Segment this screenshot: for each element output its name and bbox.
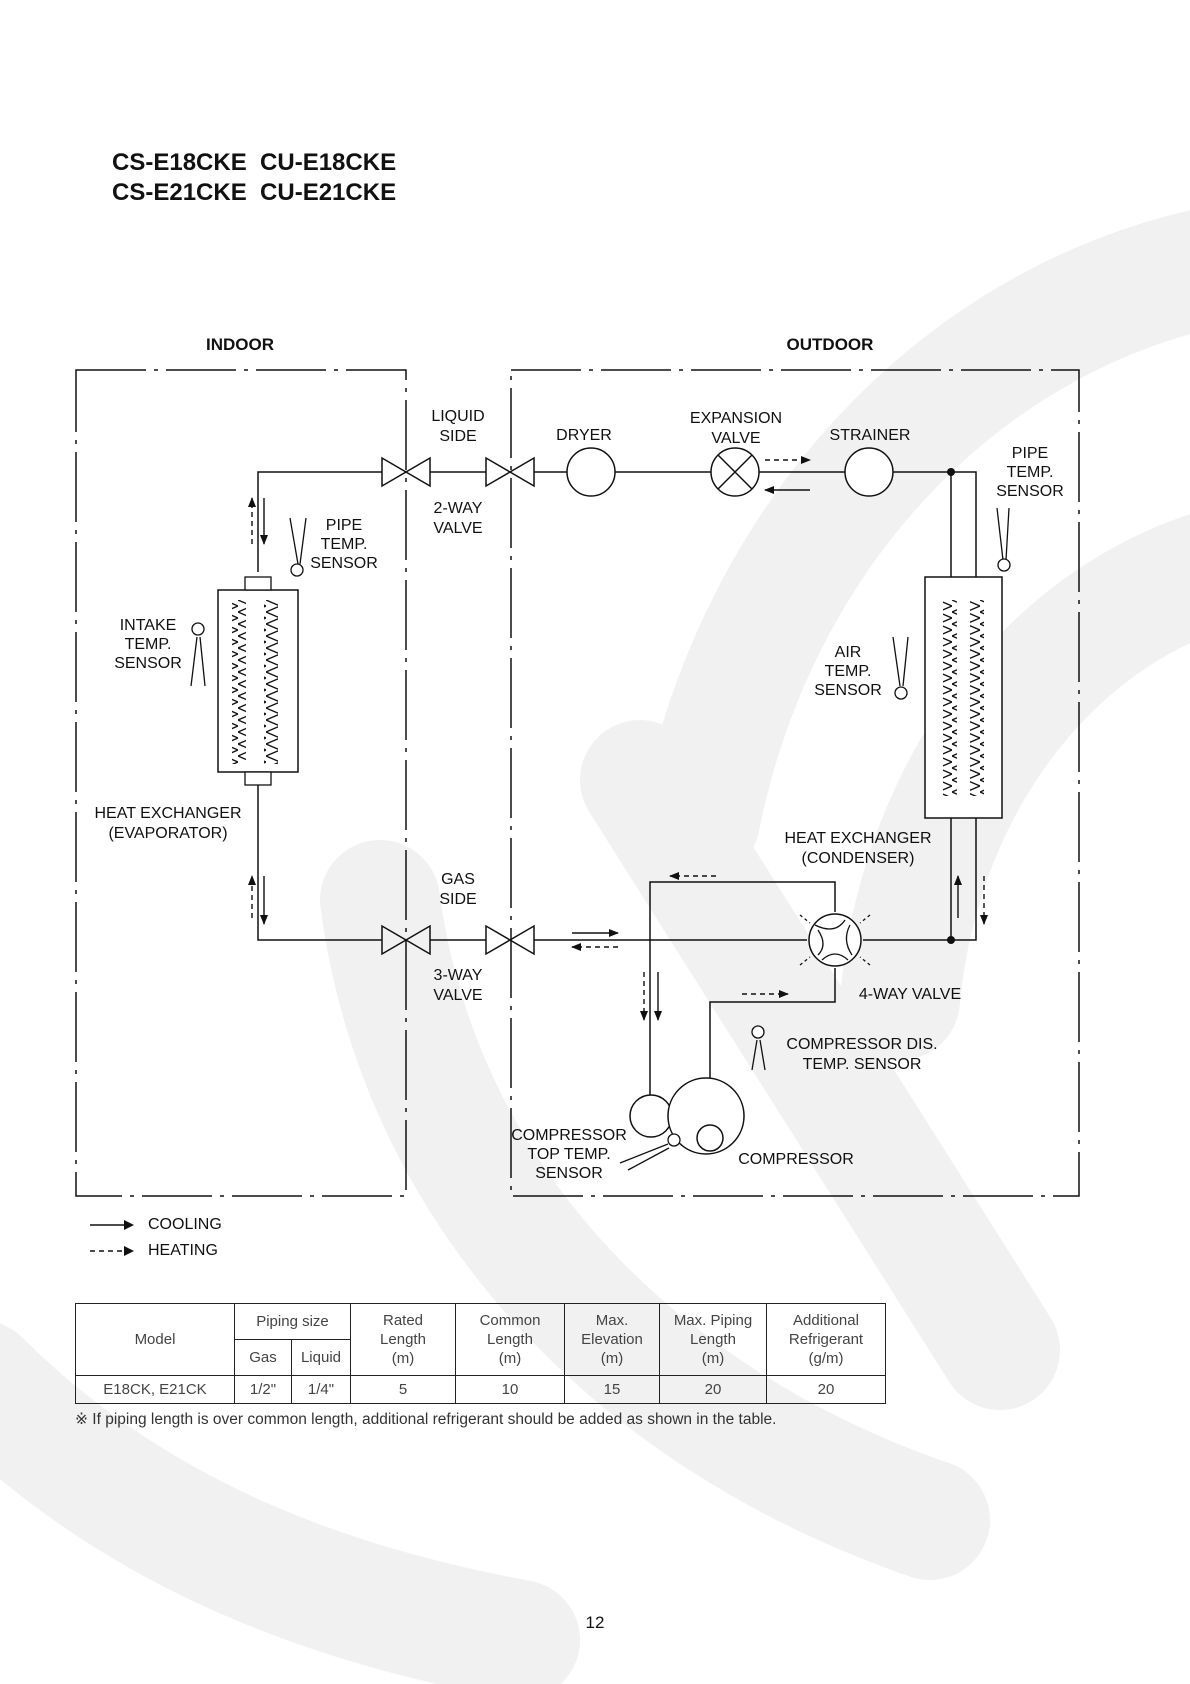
dryer-label: DRYER: [556, 427, 612, 444]
legend-cooling: COOLING: [88, 1212, 222, 1238]
title-line-2: CS-E21CKE CU-E21CKE: [112, 179, 397, 206]
compressor-top-sensor-label-2: TOP TEMP.: [527, 1146, 610, 1163]
two-way-valve-label-1: 2-WAY: [434, 500, 483, 517]
header-max-elevation: Max.Elevation(m): [564, 1303, 660, 1376]
air-sensor-label-1: AIR: [835, 644, 862, 661]
intake-sensor-label-2: TEMP.: [125, 636, 172, 653]
header-gas: Gas: [234, 1339, 292, 1376]
footnote: ※ If piping length is over common length…: [75, 1411, 777, 1428]
condenser-label-2: (CONDENSER): [802, 850, 915, 867]
outdoor-heading: OUTDOOR: [787, 335, 874, 354]
two-way-valve-label-2: VALVE: [433, 520, 482, 537]
evaporator-label-1: HEAT EXCHANGER: [95, 805, 242, 822]
compressor-dis-temp-sensor-icon: [751, 1025, 766, 1071]
intake-sensor-label-1: INTAKE: [120, 617, 177, 634]
air-temp-sensor-icon: [892, 636, 909, 700]
cell-max-elevation: 15: [564, 1375, 660, 1404]
indoor-pipe-temp-sensor-icon: [289, 517, 307, 577]
table-subheader-row: Gas Liquid: [76, 1339, 886, 1376]
cell-rated-length: 5: [350, 1375, 456, 1404]
strainer-label: STRAINER: [830, 427, 911, 444]
legend-heating: HEATING: [88, 1238, 222, 1264]
solid-arrow-icon: [90, 1220, 134, 1230]
gas-side-service-valve-icon: [381, 924, 431, 956]
header-model: Model: [75, 1303, 235, 1376]
page-number: 12: [585, 1613, 605, 1632]
title-line-1: CS-E18CKE CU-E18CKE: [112, 149, 397, 176]
liquid-side-label-1: LIQUID: [431, 408, 484, 425]
indoor-heading: INDOOR: [206, 335, 274, 354]
evaporator-heat-exchanger-icon: [217, 576, 299, 786]
cell-max-piping-length: 20: [659, 1375, 767, 1404]
expansion-valve-label-1: EXPANSION: [690, 410, 782, 427]
four-way-valve-icon: [799, 913, 871, 967]
compressor-label: COMPRESSOR: [738, 1151, 854, 1168]
piping: [257, 471, 977, 1112]
flow-legend: COOLING HEATING: [88, 1212, 222, 1264]
three-way-valve-label-2: VALVE: [433, 987, 482, 1004]
compressor-top-sensor-label-1: COMPRESSOR: [511, 1127, 627, 1144]
expansion-valve-label-2: VALVE: [711, 430, 760, 447]
cell-common-length: 10: [455, 1375, 565, 1404]
header-liquid: Liquid: [291, 1339, 351, 1376]
dashed-arrow-icon: [90, 1246, 134, 1256]
compressor-top-temp-sensor-icon: [619, 1133, 681, 1171]
cell-model: E18CK, E21CK: [75, 1375, 235, 1404]
indoor-pipe-sensor-label-2: TEMP.: [321, 536, 368, 553]
three-way-valve-label-1: 3-WAY: [434, 967, 483, 984]
outdoor-unit-box: [510, 369, 1080, 1197]
air-sensor-label-2: TEMP.: [825, 663, 872, 680]
four-way-valve-label: 4-WAY VALVE: [859, 986, 961, 1003]
evaporator-label-2: (EVAPORATOR): [108, 825, 227, 842]
compressor-top-sensor-label-3: SENSOR: [535, 1165, 603, 1182]
expansion-valve-icon: [710, 447, 760, 497]
outdoor-pipe-temp-sensor-icon: [996, 507, 1011, 572]
two-way-valve-icon: [485, 456, 535, 488]
intake-temp-sensor-icon: [190, 622, 206, 687]
indoor-unit-box: [75, 369, 407, 1197]
model-title: CS-E18CKE CU-E18CKE CS-E21CKE CU-E21CKE: [112, 148, 396, 208]
compressor-dis-sensor-label-1: COMPRESSOR DIS.: [786, 1036, 937, 1053]
cell-additional-refrigerant: 20: [766, 1375, 886, 1404]
liquid-side-service-valve-icon: [381, 456, 431, 488]
cell-liquid: 1/4": [291, 1375, 351, 1404]
header-piping-size: Piping size: [234, 1303, 351, 1340]
legend-cooling-label: COOLING: [148, 1216, 222, 1233]
dryer-icon: [566, 447, 616, 497]
legend-heating-label: HEATING: [148, 1242, 218, 1259]
table-row: E18CK, E21CK 1/2" 1/4" 5 10 15 20 20: [75, 1375, 886, 1404]
outdoor-pipe-sensor-label-2: TEMP.: [1007, 464, 1054, 481]
outdoor-pipe-sensor-label-1: PIPE: [1012, 445, 1048, 462]
compressor-dis-sensor-label-2: TEMP. SENSOR: [803, 1056, 922, 1073]
air-sensor-label-3: SENSOR: [814, 682, 882, 699]
intake-sensor-label-3: SENSOR: [114, 655, 182, 672]
outdoor-pipe-sensor-label-3: SENSOR: [996, 483, 1064, 500]
liquid-side-label-2: SIDE: [439, 428, 476, 445]
indoor-pipe-sensor-label-1: PIPE: [326, 517, 362, 534]
three-way-valve-icon: [485, 924, 535, 956]
cell-gas: 1/2": [234, 1375, 292, 1404]
strainer-icon: [844, 447, 894, 497]
gas-side-label-1: GAS: [441, 871, 475, 888]
gas-side-label-2: SIDE: [439, 891, 476, 908]
compressor-icon: [629, 1077, 745, 1155]
condenser-heat-exchanger-icon: [924, 576, 1003, 819]
indoor-pipe-sensor-label-3: SENSOR: [310, 555, 378, 572]
condenser-label-1: HEAT EXCHANGER: [785, 830, 932, 847]
